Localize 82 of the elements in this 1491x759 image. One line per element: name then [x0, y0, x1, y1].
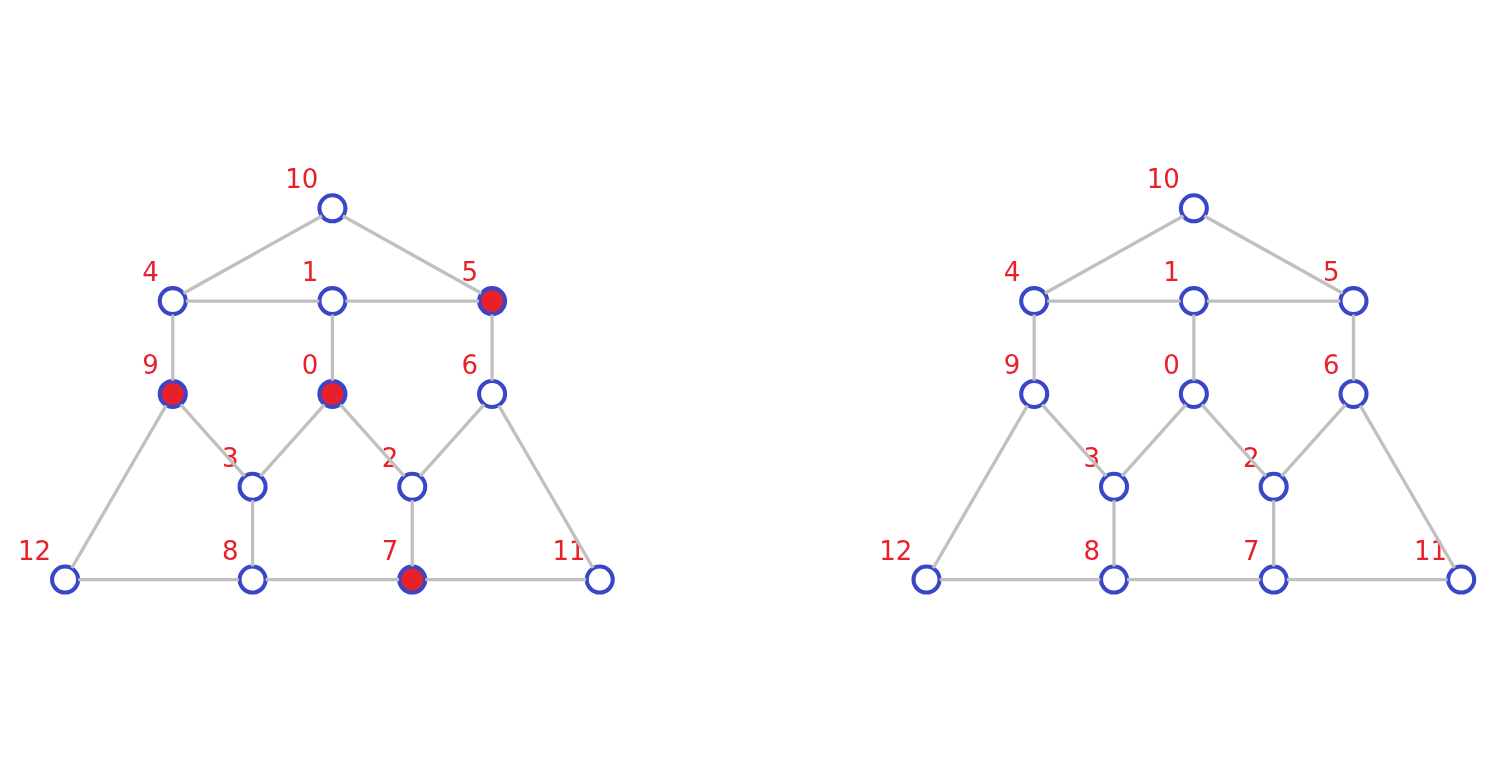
connector [931, 404, 1029, 569]
node-label: 1 [301, 256, 319, 287]
node-label: 7 [1243, 535, 1260, 566]
node-label: 7 [381, 535, 399, 566]
connector [1044, 214, 1185, 295]
node-label: 6 [1322, 349, 1340, 380]
connector [1286, 577, 1448, 581]
node-circle [1338, 285, 1369, 316]
node-circle [1178, 192, 1209, 223]
node-circle [1258, 564, 1289, 595]
connector [1203, 214, 1344, 295]
node-circle [397, 564, 428, 595]
node-circle [477, 285, 508, 316]
connector [339, 403, 406, 477]
connector [179, 403, 246, 477]
node-circle [1258, 471, 1289, 502]
node-circle [1178, 378, 1209, 409]
connector [490, 314, 494, 381]
node-label: 5 [461, 256, 479, 287]
connector [1127, 577, 1261, 581]
node-circle [317, 378, 348, 409]
node-circle [397, 471, 428, 502]
connector [171, 314, 175, 381]
connector [185, 298, 320, 303]
node-circle [1178, 285, 1209, 316]
node-label: 10 [1146, 163, 1180, 194]
node-circle [1338, 378, 1369, 409]
connector [1280, 403, 1347, 477]
node-label: 1 [1163, 256, 1180, 287]
connector [410, 499, 414, 566]
node-label: 9 [142, 349, 159, 380]
node-circle [584, 564, 615, 595]
connector [330, 314, 335, 381]
connector [939, 577, 1101, 581]
node-label: 8 [222, 535, 239, 566]
connector [259, 403, 326, 477]
node-circle [1446, 564, 1477, 595]
node-circle [911, 564, 942, 595]
connector [1272, 499, 1276, 566]
node-label: 5 [1322, 256, 1340, 287]
node-circle [237, 564, 268, 595]
node-circle [1019, 285, 1050, 316]
node-label: 8 [1083, 535, 1101, 566]
node-label: 0 [301, 349, 319, 380]
connector [1206, 298, 1341, 303]
connector [1040, 403, 1108, 477]
node-circle [1099, 564, 1130, 595]
connector [265, 577, 400, 581]
node-label: 9 [1003, 349, 1021, 380]
connector [1112, 499, 1116, 566]
connector [1120, 403, 1188, 477]
node-label: 12 [879, 535, 913, 566]
node-circle [1019, 378, 1050, 409]
node-circle [237, 471, 268, 502]
connector [1192, 314, 1196, 381]
connector [1032, 314, 1036, 381]
node-circle [50, 564, 81, 595]
node-circle [477, 378, 508, 409]
node-circle [157, 378, 188, 409]
node-circle [1099, 471, 1130, 502]
connector [418, 403, 486, 477]
connector [1351, 314, 1356, 381]
node-circle [317, 285, 348, 316]
node-label: 4 [1003, 256, 1021, 287]
connector [1200, 403, 1268, 477]
connector [425, 577, 587, 581]
connector [1358, 404, 1456, 569]
connector [182, 214, 323, 295]
node-label: 6 [461, 349, 479, 380]
node-label: 12 [17, 535, 51, 566]
node-label: 10 [285, 163, 319, 194]
node-label: 4 [142, 256, 159, 287]
connector [342, 214, 483, 295]
connector [250, 499, 255, 566]
connector [70, 404, 168, 569]
node-label: 0 [1163, 349, 1180, 380]
node-circle [317, 192, 348, 223]
connector [1047, 298, 1181, 303]
connector [345, 298, 479, 303]
connector [497, 404, 595, 569]
node-circle [157, 285, 188, 316]
connector [78, 577, 239, 581]
